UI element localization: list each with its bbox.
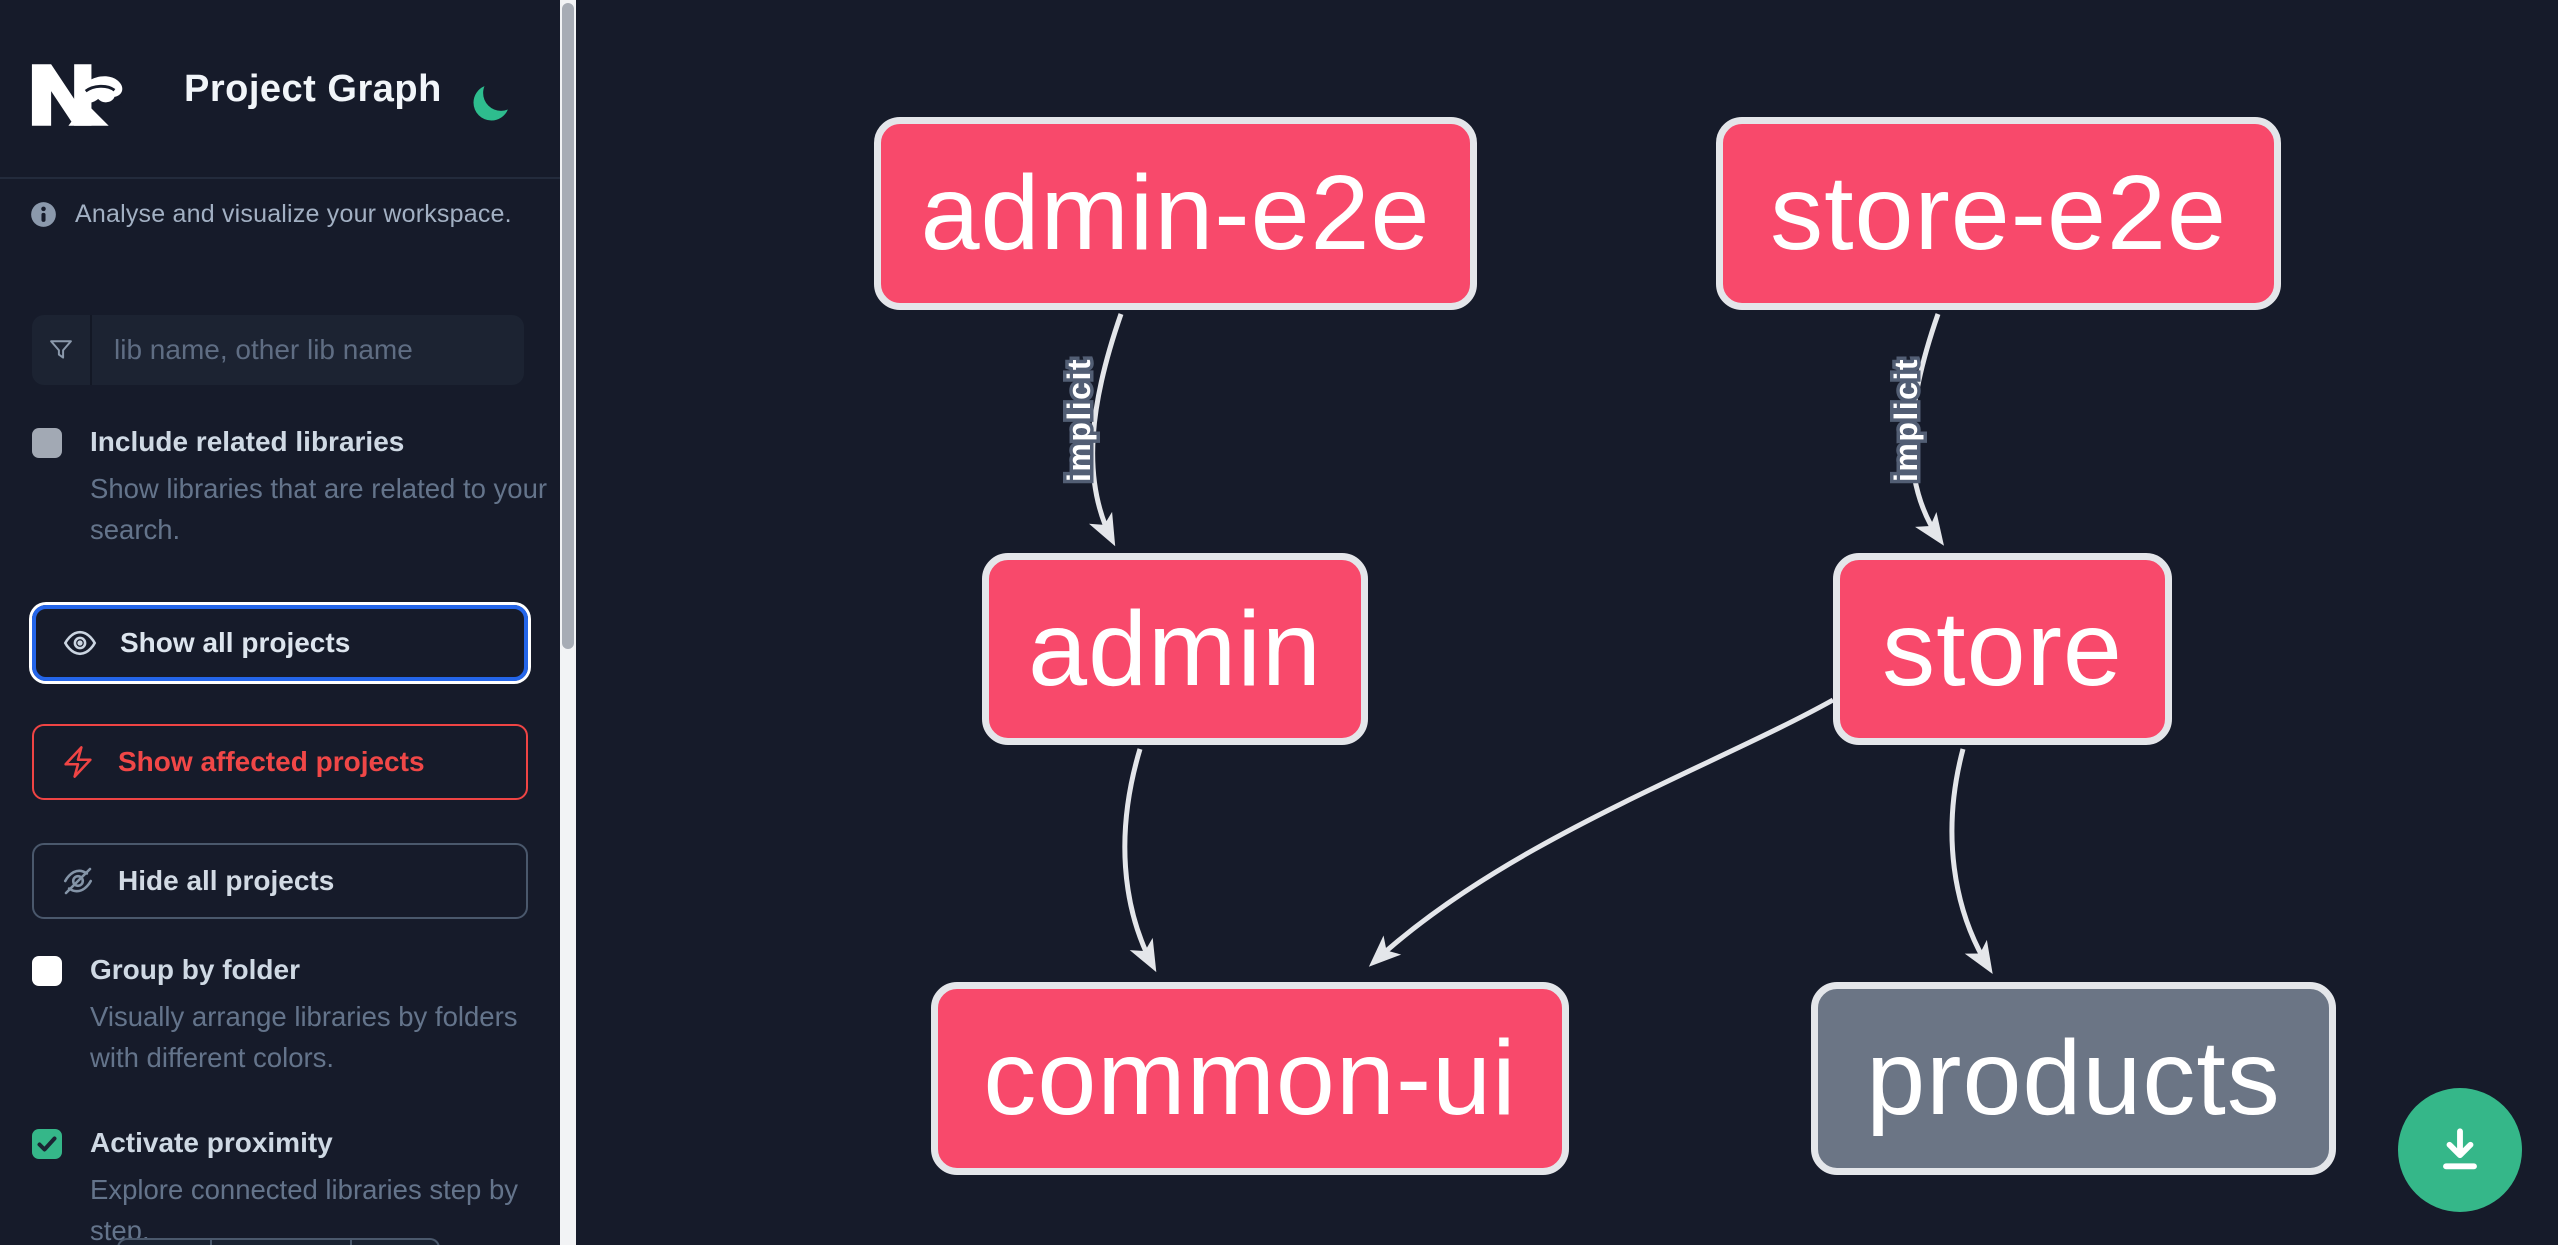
hide-all-projects-button[interactable]: Hide all projects [32, 843, 528, 919]
sidebar-scrollbar-thumb[interactable] [562, 3, 574, 649]
stepper-divider [350, 1240, 352, 1245]
nx-logo [31, 64, 123, 126]
project-graph-canvas[interactable]: implicit implicit admin-e2e store-e2e ad… [576, 0, 2558, 1245]
button-label: Show all projects [120, 627, 351, 658]
include-related-checkbox[interactable] [32, 428, 62, 458]
toggle-include-related: Include related libraries Show libraries… [32, 426, 547, 550]
bolt-icon [64, 746, 92, 778]
graph-edges: implicit implicit [1058, 313, 1993, 974]
edge-admin-e2e-admin[interactable] [1088, 313, 1124, 547]
edge-store-products[interactable] [1949, 748, 1993, 974]
funnel-icon [32, 315, 92, 385]
toggle-description: Show libraries that are related to your … [90, 473, 548, 545]
eye-icon [63, 630, 97, 656]
search-box [32, 315, 524, 385]
check-icon [37, 1136, 57, 1152]
toggle-activate-proximity: Activate proximity Explore connected lib… [32, 1127, 528, 1245]
edge-admin-common-ui[interactable] [1122, 748, 1157, 973]
node-admin-e2e[interactable]: admin-e2e [874, 117, 1477, 310]
download-icon [2443, 1128, 2477, 1170]
moon-icon[interactable] [468, 82, 512, 126]
toggle-description: Visually arrange libraries by folders wi… [90, 1001, 518, 1073]
edge-store-e2e-store[interactable] [1909, 313, 1944, 546]
eye-off-icon [63, 867, 93, 895]
workspace-info: Analyse and visualize your workspace. [30, 200, 550, 229]
node-store-e2e[interactable]: store-e2e [1716, 117, 2281, 310]
toggle-label[interactable]: Activate proximity [90, 1127, 333, 1158]
info-text: Analyse and visualize your workspace. [75, 200, 512, 228]
sidebar-scrollbar-track[interactable] [560, 0, 576, 1245]
toggle-label[interactable]: Group by folder [90, 954, 300, 985]
download-image-button[interactable] [2398, 1088, 2522, 1212]
stepper-divider [210, 1240, 212, 1245]
activate-proximity-checkbox[interactable] [32, 1129, 62, 1159]
edge-label-implicit: implicit [1888, 358, 1924, 482]
show-affected-projects-button[interactable]: Show affected projects [32, 724, 528, 800]
sidebar-header: Project Graph [0, 0, 560, 179]
proximity-stepper[interactable] [117, 1238, 440, 1245]
button-label: Hide all projects [118, 865, 335, 896]
sidebar: Project Graph Analyse and visualize your… [0, 0, 560, 1245]
toggle-group-by-folder: Group by folder Visually arrange librari… [32, 954, 528, 1078]
node-products[interactable]: products [1811, 982, 2336, 1175]
search-input[interactable] [92, 315, 524, 385]
edge-store-common-ui[interactable] [1368, 697, 1835, 967]
toggle-description: Explore connected libraries step by step… [90, 1174, 519, 1245]
header-divider [0, 177, 560, 179]
node-store[interactable]: store [1833, 553, 2172, 745]
group-by-folder-checkbox[interactable] [32, 956, 62, 986]
edge-label-implicit: implicit [1061, 358, 1097, 482]
button-label: Show affected projects [118, 746, 425, 777]
page-title: Project Graph [184, 68, 442, 110]
info-icon [31, 202, 56, 227]
node-admin[interactable]: admin [982, 553, 1368, 745]
show-all-projects-button[interactable]: Show all projects [32, 605, 528, 681]
node-common-ui[interactable]: common-ui [931, 982, 1569, 1175]
toggle-label[interactable]: Include related libraries [90, 426, 405, 457]
